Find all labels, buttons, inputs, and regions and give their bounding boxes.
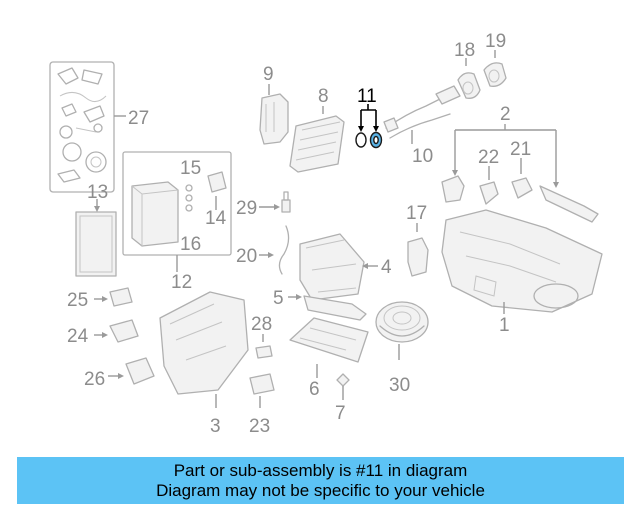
part-5-plate: [303, 295, 367, 321]
part-11-seal-set: [355, 131, 383, 149]
callout-10: 10: [412, 146, 433, 167]
banner-line-1: Part or sub-assembly is #11 in diagram: [173, 460, 468, 480]
callout-8: 8: [318, 86, 329, 107]
part-26-actuator: [125, 357, 155, 385]
parts-diagram: 27 13 15 14 16 12 9 8 11: [49, 31, 603, 437]
callout-21: 21: [510, 139, 531, 160]
callout-16: 16: [180, 234, 201, 255]
part-7-clip: [336, 373, 350, 387]
callout-22: 22: [478, 147, 499, 168]
callout-19: 19: [485, 31, 506, 52]
callout-20: 20: [236, 246, 257, 267]
banner-line-2: Diagram may not be specific to your vehi…: [156, 480, 485, 500]
callout-27: 27: [128, 108, 149, 129]
part-6-tray: [289, 317, 369, 363]
part-18-seal: [457, 72, 481, 99]
part-17-actuator: [407, 237, 429, 277]
part-1-hvac-housing: [441, 209, 603, 313]
part-15-clip: [185, 184, 193, 212]
part-8-evaporator: [289, 115, 345, 173]
part-9-bracket: [259, 93, 289, 145]
part-14-sensor: [207, 171, 227, 193]
callout-26: 26: [84, 369, 105, 390]
callout-25: 25: [67, 290, 88, 311]
callout-1: 1: [499, 315, 510, 336]
callout-15: 15: [180, 158, 201, 179]
callout-12: 12: [171, 272, 192, 293]
callout-7: 7: [335, 403, 346, 424]
callout-11-highlighted: 11: [357, 86, 377, 107]
callout-2: 2: [500, 104, 511, 125]
callout-9: 9: [263, 64, 274, 85]
part-28-connector: [255, 345, 273, 359]
callout-13: 13: [87, 182, 108, 203]
part-2-flaps: [441, 175, 599, 223]
part-23-relay: [249, 373, 275, 395]
callout-23: 23: [249, 416, 270, 437]
callout-6: 6: [309, 379, 320, 400]
callout-29: 29: [236, 198, 257, 219]
callout-3: 3: [210, 416, 221, 437]
part-13-filter: [75, 211, 117, 277]
part-27-linkage-set: [49, 61, 115, 193]
callout-17: 17: [406, 203, 427, 224]
callout-28: 28: [251, 314, 272, 335]
part-24-actuator: [109, 319, 139, 343]
callout-5: 5: [273, 288, 284, 309]
part-30-blower-motor: [375, 301, 429, 343]
part-20-hose: [278, 225, 290, 275]
part-25-actuator: [109, 287, 133, 307]
part-10-pipes: [383, 85, 461, 139]
part-3-lower-housing: [159, 291, 249, 395]
info-banner: Part or sub-assembly is #11 in diagram D…: [17, 457, 624, 504]
callout-4: 4: [381, 257, 392, 278]
part-19-seal: [483, 62, 507, 87]
part-16-core: [131, 181, 179, 247]
callout-30: 30: [389, 375, 410, 396]
part-29-screw: [281, 191, 291, 213]
callout-14: 14: [205, 208, 227, 229]
callout-24: 24: [67, 326, 89, 347]
part-4-housing: [299, 233, 365, 301]
callout-18: 18: [454, 40, 475, 61]
